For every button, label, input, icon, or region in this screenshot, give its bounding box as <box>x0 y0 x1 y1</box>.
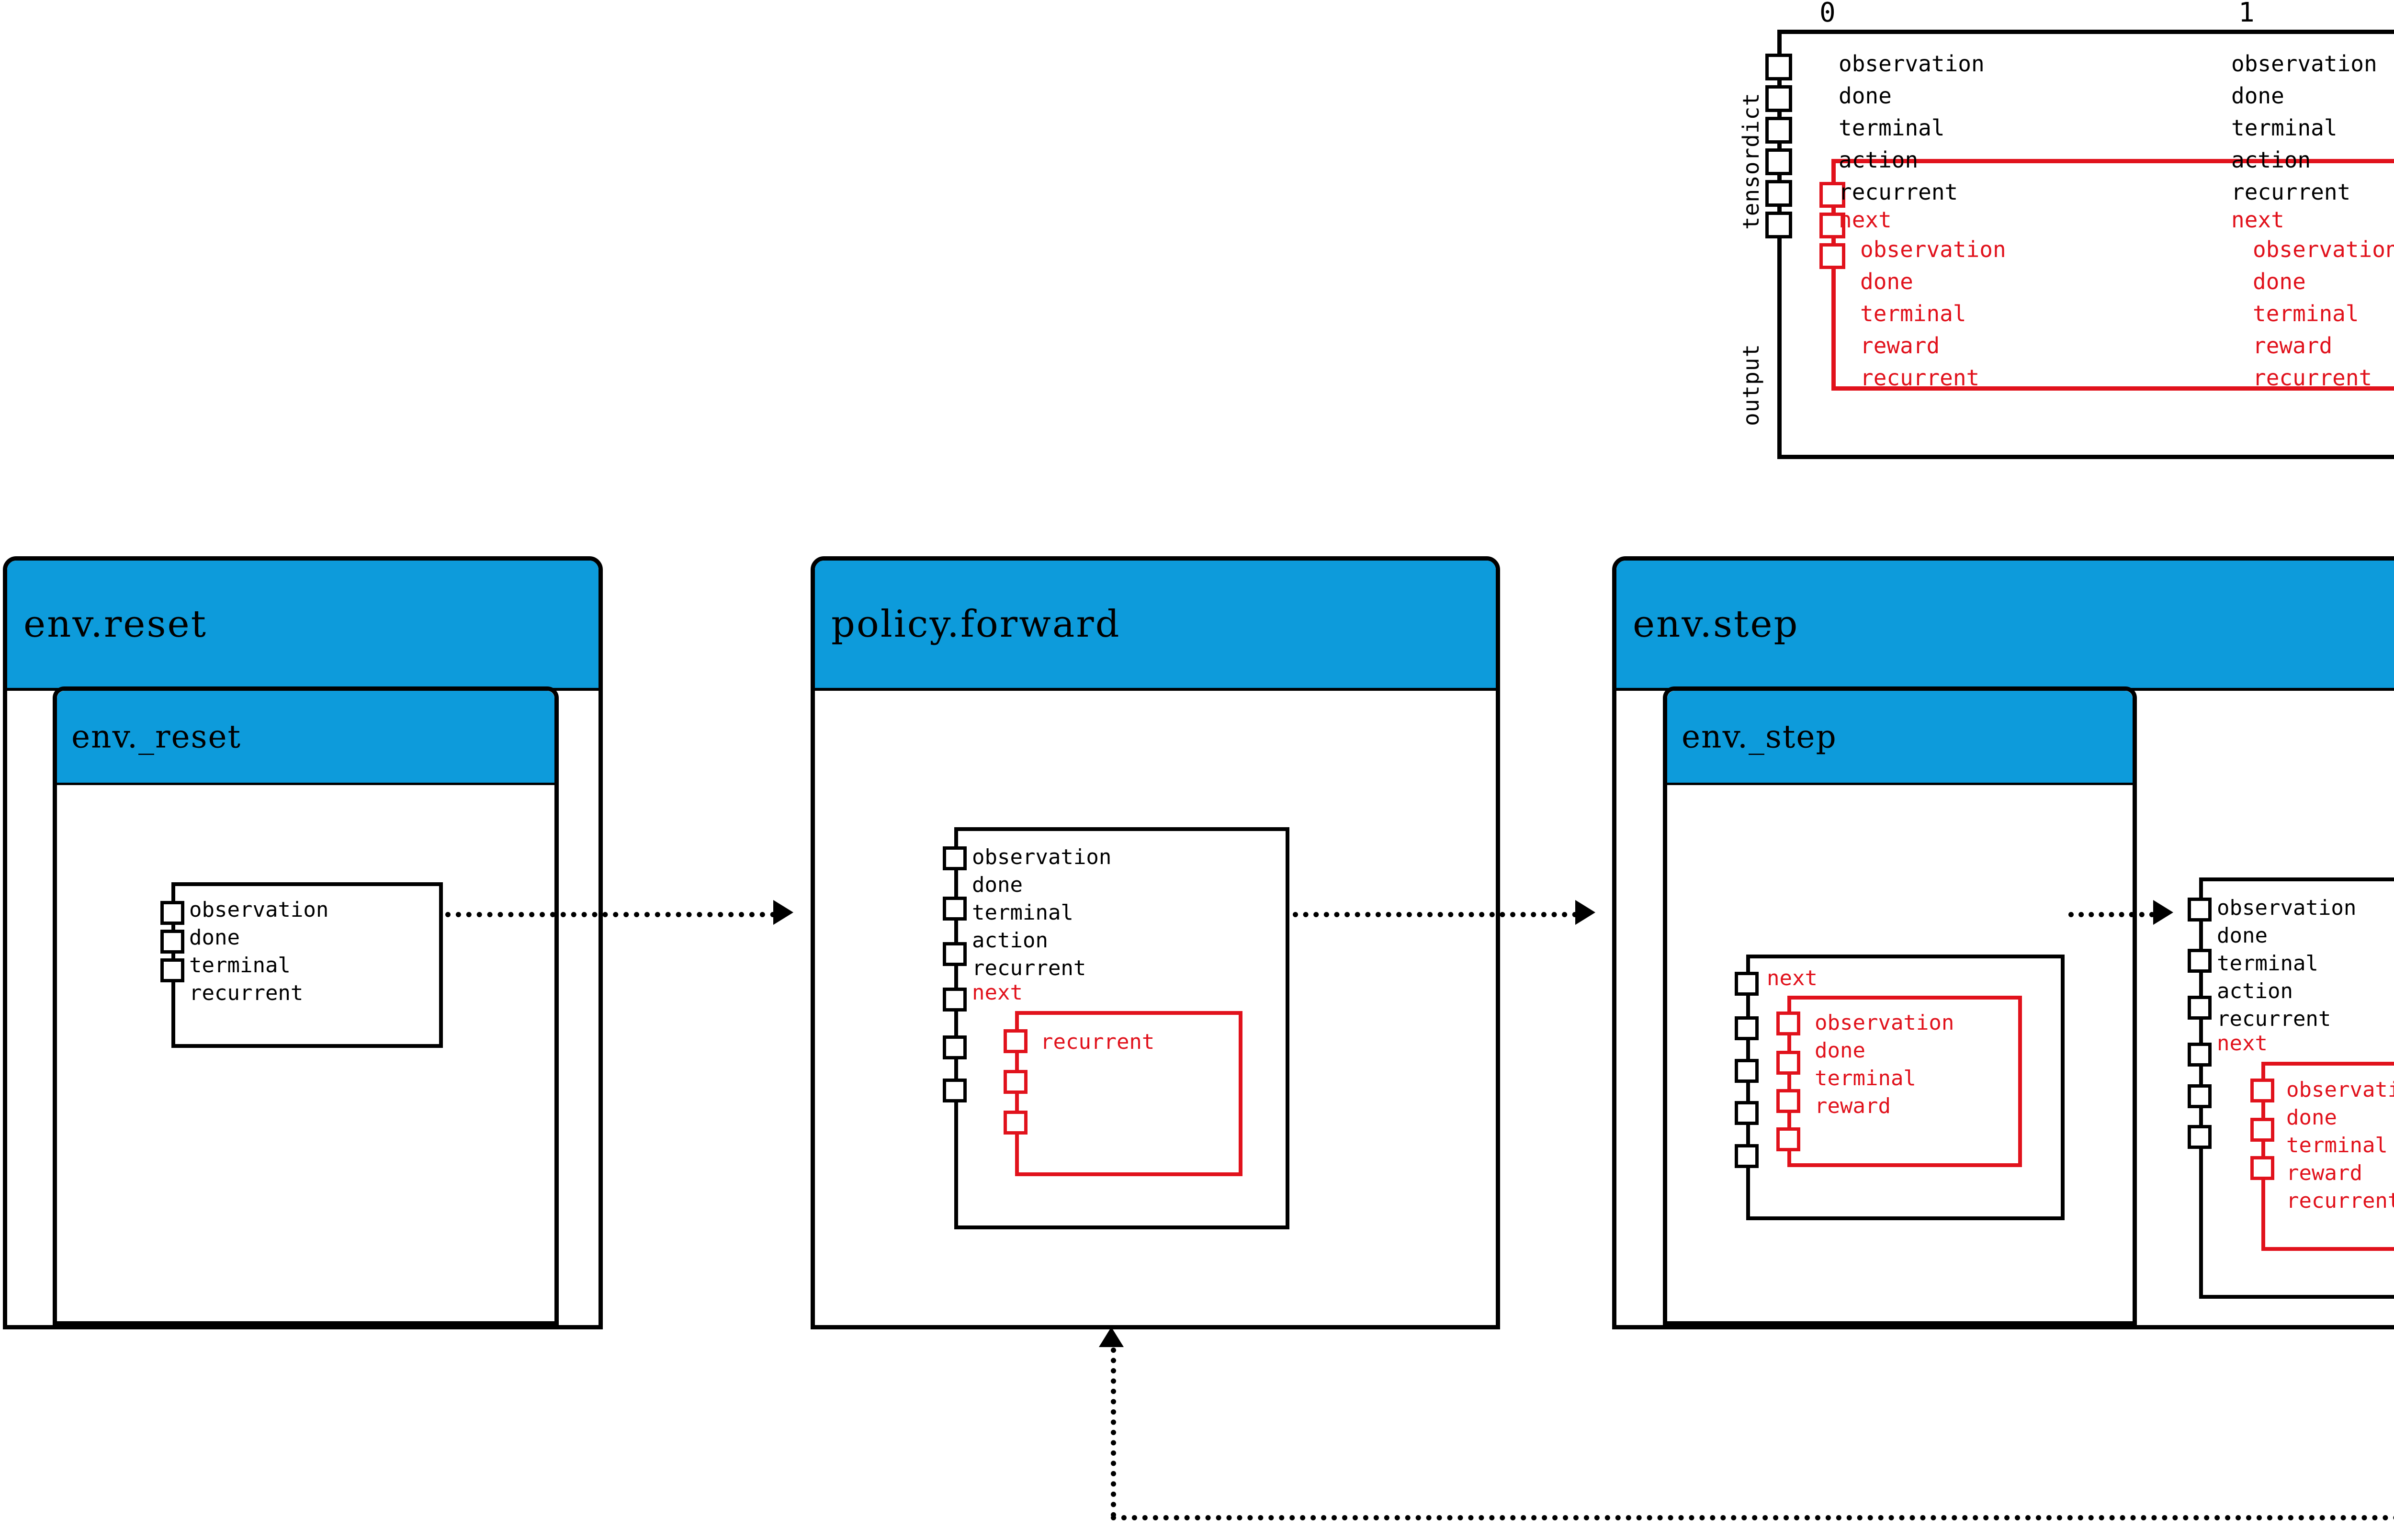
env-_step-tensordict-port <box>1735 1144 1759 1168</box>
env-reset-tensordict-port <box>160 901 184 925</box>
policy-forward-next-port <box>1004 1029 1028 1053</box>
policy-forward-tensordict-port <box>943 846 967 870</box>
panel-next-port <box>1819 182 1845 208</box>
panel-col1-next-label: next <box>2231 207 2284 233</box>
panel-port <box>1765 54 1792 80</box>
policy-forward-tensordict-port <box>943 1035 967 1059</box>
panel-axis-label-tensordict: tensordict <box>1738 92 1764 230</box>
feedback-arrow-left <box>1111 1515 2394 1520</box>
stage-policy-forward-title: policy.forward <box>831 603 1121 646</box>
policy-forward-tensordict <box>954 827 1289 1229</box>
panel-port <box>1765 85 1792 112</box>
policy-forward-next-keys: recurrent <box>1040 1030 1155 1054</box>
panel-axis-label-output: output <box>1738 343 1764 426</box>
arrow-_step-to-step-td-head <box>2153 900 2173 925</box>
env-_step-next-port <box>1776 1051 1800 1075</box>
panel-port <box>1765 148 1792 175</box>
env-_step-tensordict-port <box>1735 972 1759 996</box>
env-step-tensordict-port <box>2188 898 2212 922</box>
substage-env-_reset[interactable]: env._reset <box>53 686 559 1326</box>
env-step-tensordict-port <box>2188 1125 2212 1149</box>
env-_step-tensordict-port <box>1735 1059 1759 1083</box>
substage-env-_step-title: env._step <box>1682 718 1837 755</box>
stage-env-step-title: env.step <box>1633 603 1799 646</box>
policy-forward-tensordict-port <box>943 942 967 966</box>
policy-forward-next-label: next <box>972 980 1023 1005</box>
policy-forward-tensordict-keys: observation done terminal action recurre… <box>972 845 1112 980</box>
output-tensordict-next-panel <box>1831 159 2394 391</box>
env-step-next-port <box>2250 1079 2274 1102</box>
arrow-policy-to-step-head <box>1575 900 1595 925</box>
env-_step-tensordict <box>1746 955 2065 1220</box>
env-step-tensordict-keys: observation done terminal action recurre… <box>2217 896 2357 1031</box>
panel-col0-next-keys: observation done terminal reward recurre… <box>1860 236 2006 391</box>
env-step-next-port <box>2250 1118 2274 1142</box>
panel-col0-root-keys: observation done terminal action recurre… <box>1839 51 1985 205</box>
substage-env-_reset-header: env._reset <box>57 691 554 785</box>
env-_step-tensordict-port <box>1735 1101 1759 1125</box>
arrow-_step-to-step-td <box>2068 912 2155 917</box>
env-step-next-keys: observation done terminal reward recurre… <box>2286 1078 2394 1213</box>
policy-forward-tensordict-port <box>943 988 967 1012</box>
env-step-tensordict-port <box>2188 949 2212 973</box>
env-_step-next-port <box>1776 1127 1800 1151</box>
panel-next-port <box>1819 213 1845 238</box>
arrow-reset-to-policy-head <box>773 900 793 925</box>
feedback-arrow-up <box>1111 1348 1116 1518</box>
panel-column-header-1: 1 <box>2238 0 2255 28</box>
substage-env-_step-header: env._step <box>1667 691 2133 785</box>
env-_step-next-port <box>1776 1089 1800 1113</box>
panel-column-header-0: 0 <box>1819 0 1836 28</box>
policy-forward-next-port <box>1004 1111 1028 1135</box>
policy-forward-tensordict-port <box>943 897 967 921</box>
panel-col0-next-label: next <box>1839 207 1892 233</box>
env-step-next-port <box>2250 1156 2274 1180</box>
panel-port <box>1765 180 1792 207</box>
feedback-arrow-head <box>1099 1327 1124 1347</box>
stage-env-step-header: env.step <box>1616 561 2394 691</box>
env-reset-tensordict-keys: observation done terminal recurrent <box>189 898 329 1005</box>
arrow-reset-to-policy <box>445 912 776 917</box>
env-_step-next-tensordict <box>1787 996 2022 1167</box>
panel-next-port <box>1819 243 1845 269</box>
panel-col1-root-keys: observation done terminal action recurre… <box>2231 51 2377 205</box>
stage-env-reset-header: env.reset <box>7 561 598 691</box>
env-step-tensordict-port <box>2188 1084 2212 1108</box>
env-reset-tensordict-port <box>160 930 184 954</box>
env-step-tensordict-port <box>2188 996 2212 1020</box>
stage-policy-forward-header: policy.forward <box>815 561 1496 691</box>
env-_step-next-label: next <box>1767 966 1818 990</box>
policy-forward-tensordict-port <box>943 1079 967 1102</box>
env-_step-tensordict-port <box>1735 1016 1759 1040</box>
stage-policy-forward[interactable]: policy.forward <box>811 556 1500 1329</box>
env-_step-next-port <box>1776 1012 1800 1035</box>
stage-env-reset-title: env.reset <box>23 603 207 646</box>
env-step-next-label: next <box>2217 1031 2268 1056</box>
policy-forward-next-port <box>1004 1070 1028 1094</box>
env-reset-tensordict-port <box>160 958 184 982</box>
env-step-tensordict-port <box>2188 1043 2212 1067</box>
env-_step-next-keys: observation done terminal reward <box>1815 1011 1954 1118</box>
substage-env-_reset-title: env._reset <box>71 718 242 755</box>
arrow-policy-to-step <box>1293 912 1578 917</box>
panel-port <box>1765 212 1792 238</box>
panel-col1-next-keys: observation done terminal reward recurre… <box>2253 236 2394 391</box>
panel-port <box>1765 117 1792 144</box>
